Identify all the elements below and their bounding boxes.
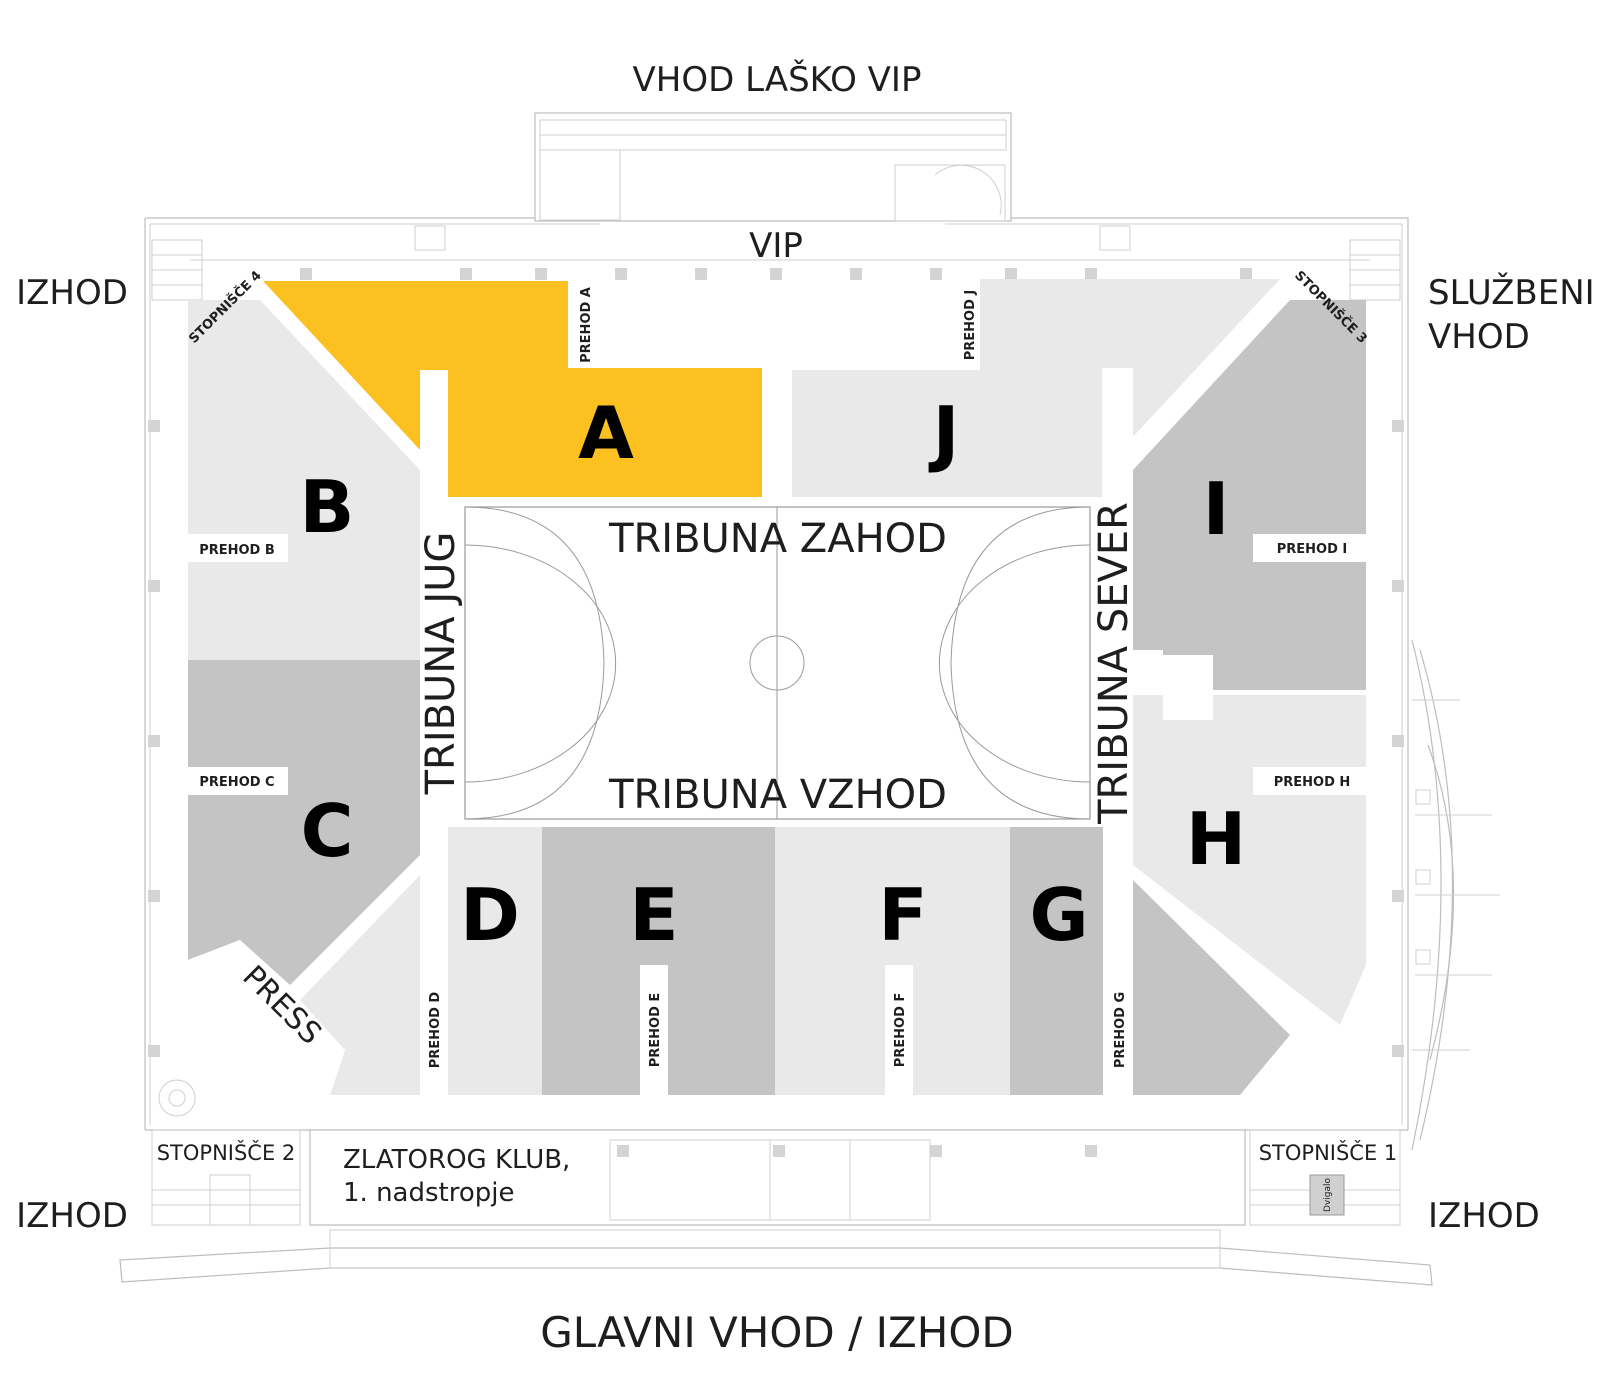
stopnisce-2-label: STOPNIŠČE 2 bbox=[157, 1140, 296, 1165]
sector-d-letter: D bbox=[460, 873, 520, 957]
vhod-label: VHOD bbox=[1428, 317, 1530, 357]
izhod-top-left-label: IZHOD bbox=[16, 273, 128, 313]
right-ramp bbox=[1411, 639, 1500, 1151]
izhod-bottom-left-label: IZHOD bbox=[16, 1196, 128, 1236]
zlatorog-floor-label: 1. nadstropje bbox=[343, 1178, 514, 1208]
sector-a[interactable] bbox=[263, 281, 762, 497]
sector-f-letter: F bbox=[878, 873, 927, 957]
sector-b-letter: B bbox=[300, 465, 355, 549]
prehod-d-label: PREHOD D bbox=[428, 992, 443, 1069]
vhod-lasko-vip-label: VHOD LAŠKO VIP bbox=[633, 59, 922, 100]
sector-j[interactable] bbox=[792, 279, 1280, 497]
sector-d[interactable] bbox=[448, 827, 542, 1095]
prehod-a-label: PREHOD A bbox=[579, 287, 594, 363]
sector-g-tail bbox=[1133, 880, 1290, 1095]
sector-b[interactable] bbox=[188, 300, 420, 660]
zlatorog-klub-label: ZLATOROG KLUB, bbox=[343, 1145, 570, 1175]
prehod-e-label: PREHOD E bbox=[648, 993, 663, 1068]
glavni-vhod-izhod-label: GLAVNI VHOD / IZHOD bbox=[540, 1308, 1014, 1357]
tribuna-vzhod-label: TRIBUNA VZHOD bbox=[608, 772, 947, 818]
sector-g-letter: G bbox=[1029, 873, 1088, 957]
press-area-light bbox=[300, 875, 420, 1095]
prehod-b-label: PREHOD B bbox=[199, 543, 275, 558]
dvigalo-label: Dvigalo bbox=[1323, 1178, 1333, 1212]
sector-i[interactable] bbox=[1133, 300, 1366, 690]
vip-label: VIP bbox=[749, 226, 803, 266]
sector-i-letter: I bbox=[1203, 467, 1230, 551]
prehod-c-label: PREHOD C bbox=[199, 775, 274, 790]
tribuna-zahod-label: TRIBUNA ZAHOD bbox=[608, 516, 947, 562]
tribuna-sever-label: TRIBUNA SEVER bbox=[1091, 502, 1137, 825]
court: TRIBUNA ZAHOD TRIBUNA VZHOD bbox=[464, 506, 1091, 820]
prehod-f-label: PREHOD F bbox=[893, 993, 908, 1068]
passages bbox=[420, 368, 1213, 1095]
stopnisce-1-label: STOPNIŠČE 1 bbox=[1259, 1140, 1398, 1165]
sector-g[interactable] bbox=[1010, 827, 1103, 1095]
front-canopy bbox=[119, 1229, 1433, 1286]
sector-c[interactable] bbox=[188, 660, 420, 985]
sector-c-letter: C bbox=[301, 789, 354, 873]
sector-e-letter: E bbox=[629, 873, 678, 957]
izhod-bottom-right-label: IZHOD bbox=[1428, 1196, 1540, 1236]
sector-h-letter: H bbox=[1186, 797, 1246, 881]
sector-letters: A J B C D E F G H I bbox=[300, 391, 1247, 957]
sector-j-letter: J bbox=[928, 391, 960, 475]
building-outline bbox=[119, 112, 1500, 1286]
prehod-j-label: PREHOD J bbox=[963, 290, 978, 361]
sector-a-letter: A bbox=[578, 391, 634, 475]
sector-f[interactable] bbox=[775, 827, 1010, 1095]
sector-e[interactable] bbox=[542, 827, 775, 1095]
prehod-h-label: PREHOD H bbox=[1274, 775, 1351, 790]
elevator: Dvigalo bbox=[1309, 1174, 1345, 1216]
prehod-i-label: PREHOD I bbox=[1277, 542, 1348, 557]
prehod-g-label: PREHOD G bbox=[1113, 992, 1128, 1068]
passage-labels: PREHOD B PREHOD C PREHOD I PREHOD H PREH… bbox=[186, 287, 1371, 1068]
sluzbeni-label: SLUŽBENI bbox=[1428, 272, 1595, 313]
tribuna-jug-label: TRIBUNA JUG bbox=[418, 532, 464, 796]
